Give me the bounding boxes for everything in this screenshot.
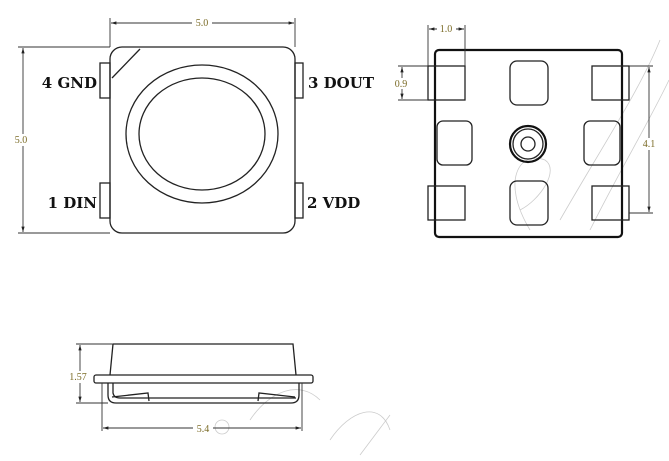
pad-span-dimension: 4.1 xyxy=(643,139,656,150)
pad xyxy=(591,65,630,101)
pin1-chamfer-marker xyxy=(111,48,141,79)
pad-dout xyxy=(294,62,304,99)
lens-outer-ring xyxy=(125,64,279,204)
side-height-dimension: 1.57 xyxy=(69,372,87,383)
pin-label-din: 1 DIN xyxy=(48,194,98,212)
pad xyxy=(591,185,630,221)
package-body-bottom xyxy=(433,48,624,239)
package-base xyxy=(107,383,300,404)
width-dimension: 5.0 xyxy=(196,18,209,29)
pad xyxy=(427,185,466,221)
pad-din xyxy=(99,182,111,219)
package-top xyxy=(109,343,297,376)
pad xyxy=(427,65,466,101)
package-body xyxy=(109,46,296,234)
package-flange xyxy=(93,374,314,384)
lens-inner-ring xyxy=(138,77,266,191)
side-length-dimension: 5.4 xyxy=(197,424,210,435)
pad-height-dimension: 0.9 xyxy=(395,79,408,90)
watermark xyxy=(214,39,669,456)
thermal-pad xyxy=(509,60,549,106)
side-view: 1.57 5.4 xyxy=(66,343,314,435)
pad-vdd xyxy=(294,182,304,219)
bottom-view: 1.0 0.9 4.1 xyxy=(393,23,659,239)
pin-label-gnd: 4 GND xyxy=(42,74,97,92)
pad-width-dimension: 1.0 xyxy=(440,24,453,35)
thermal-pad xyxy=(509,180,549,226)
pad-gnd xyxy=(99,62,111,99)
height-dimension: 5.0 xyxy=(15,135,28,146)
center-ring xyxy=(508,124,548,164)
top-view: 4 GND 3 DOUT 1 DIN 2 VDD 5.0 5.0 xyxy=(12,17,375,234)
side-pad xyxy=(583,120,621,166)
pin-label-vdd: 2 VDD xyxy=(307,194,360,212)
side-pad xyxy=(436,120,473,166)
pin-label-dout: 3 DOUT xyxy=(308,74,375,92)
